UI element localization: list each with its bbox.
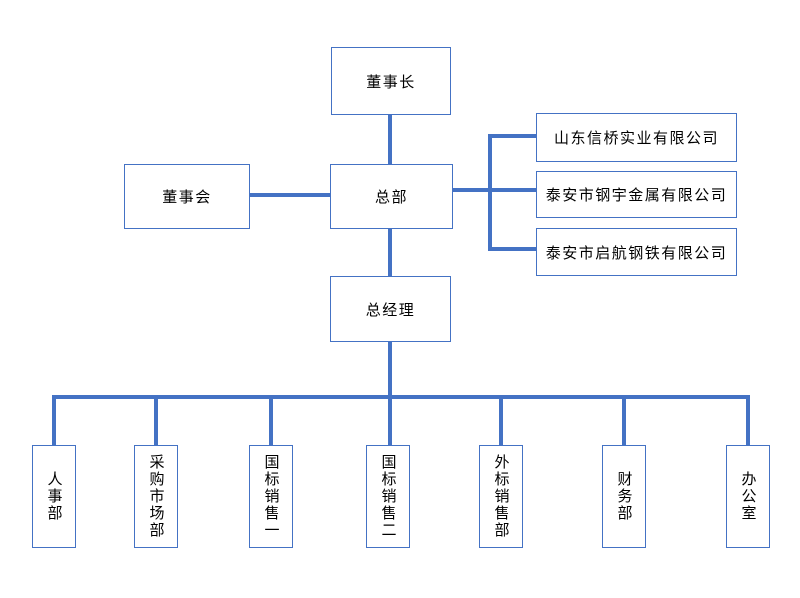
node-dept-caigoushichangbu: 采购市场部: [134, 445, 178, 548]
connector-board-headquarters: [250, 193, 330, 197]
connector-general-manager-bus: [388, 342, 392, 395]
node-dept-guobiaoxiaoshou1: 国标销售一: [249, 445, 293, 548]
node-subsidiary-2: 泰安市钢宇金属有限公司: [536, 171, 737, 218]
connector-headquarters-general-manager: [388, 229, 392, 276]
connector-drop-dept-5: [499, 399, 503, 445]
node-board: 董事会: [124, 164, 250, 229]
connector-departments-bus: [52, 395, 750, 399]
connector-drop-dept-1: [52, 399, 56, 445]
node-dept-renshibu: 人事部: [32, 445, 76, 548]
connector-drop-dept-4: [388, 399, 392, 445]
node-dept-guobiaoxiaoshou1-label: 国标销售一: [262, 454, 280, 539]
connector-spine-subsidiary-3: [488, 247, 536, 251]
connector-drop-dept-3: [269, 399, 273, 445]
node-chairman: 董事长: [331, 47, 451, 115]
node-dept-renshibu-label: 人事部: [45, 471, 63, 522]
node-dept-guobiaoxiaoshou2-label: 国标销售二: [379, 454, 397, 539]
node-subsidiary-3-label: 泰安市启航钢铁有限公司: [545, 244, 728, 262]
node-general-manager-label: 总经理: [365, 301, 416, 319]
node-subsidiary-1: 山东信桥实业有限公司: [536, 113, 737, 162]
node-dept-caiwubu: 财务部: [602, 445, 646, 548]
node-board-label: 董事会: [162, 189, 212, 206]
node-dept-caiwubu-label: 财务部: [615, 471, 633, 522]
connector-drop-dept-7: [746, 399, 750, 445]
node-headquarters-label: 总部: [374, 189, 408, 206]
node-subsidiary-3: 泰安市启航钢铁有限公司: [536, 228, 737, 276]
connector-subsidiaries-spine: [488, 134, 492, 251]
node-chairman-label: 董事长: [366, 73, 416, 91]
node-dept-caigoushichangbu-label: 采购市场部: [147, 454, 165, 539]
node-dept-waibiaoxiaoshoubu-label: 外标销售部: [492, 454, 510, 539]
connector-drop-dept-6: [622, 399, 626, 445]
node-general-manager: 总经理: [330, 276, 451, 342]
node-dept-bangongshi-label: 办公室: [739, 471, 757, 522]
node-dept-guobiaoxiaoshou2: 国标销售二: [366, 445, 410, 548]
node-subsidiary-1-label: 山东信桥实业有限公司: [553, 130, 719, 147]
node-dept-waibiaoxiaoshoubu: 外标销售部: [479, 445, 523, 548]
node-subsidiary-2-label: 泰安市钢宇金属有限公司: [545, 187, 728, 204]
node-dept-bangongshi: 办公室: [726, 445, 770, 548]
node-headquarters: 总部: [330, 164, 453, 229]
connector-chairman-headquarters: [388, 115, 392, 164]
connector-headquarters-subsidiary-2: [453, 188, 536, 192]
connector-spine-subsidiary-1: [488, 134, 536, 138]
connector-drop-dept-2: [154, 399, 158, 445]
